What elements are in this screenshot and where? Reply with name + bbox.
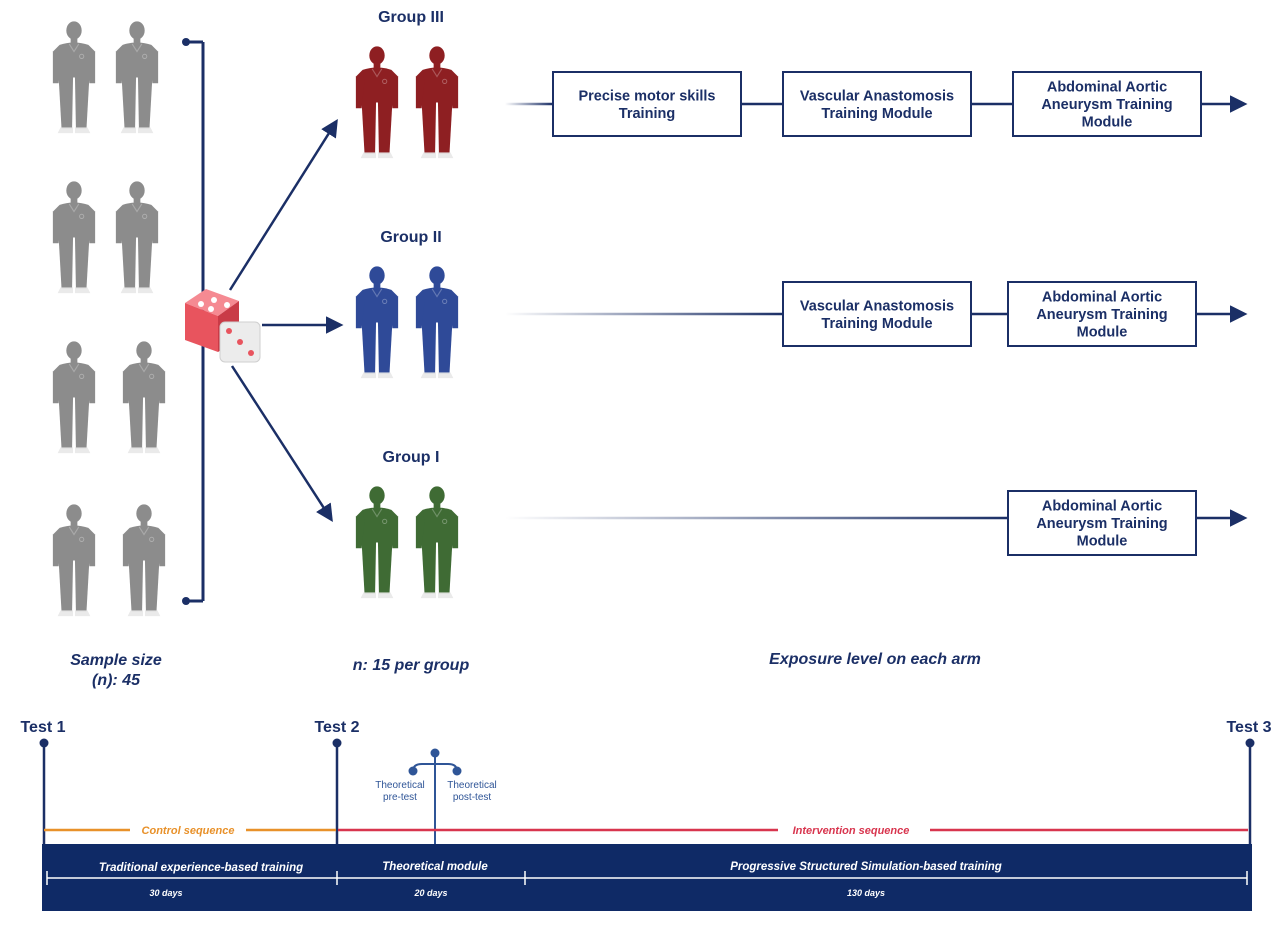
group-1-people: [355, 485, 459, 599]
group-2-title: Group II: [380, 229, 441, 246]
group-3-people: [355, 45, 459, 159]
group-2-module-box: [1007, 281, 1197, 347]
test-1-label: Test 1: [20, 719, 65, 736]
timeline: Test 1 Test 2 Test 3 Theoretical pre-tes…: [20, 719, 1272, 911]
group-2-people: [355, 265, 459, 379]
arrow-to-group-1: [230, 365, 333, 522]
module-label-line: Precise motor skills: [578, 88, 715, 104]
theoretical-pretest-line1: Theoretical: [375, 780, 424, 791]
phase-1-label: Traditional experience-based training: [99, 862, 303, 874]
exposure-caption: Exposure level on each arm: [769, 651, 981, 668]
sample-people: [52, 20, 166, 617]
module-label-line: Vascular Anastomosis: [800, 298, 954, 314]
group-1-module-box: [1007, 490, 1197, 556]
theoretical-posttest-line1: Theoretical: [447, 780, 496, 791]
groups-caption: n: 15 per group: [353, 657, 470, 674]
test-2-label: Test 2: [314, 719, 359, 736]
person-icon: [52, 20, 96, 134]
person-icon: [355, 45, 399, 159]
module-label-line: Aneurysm Training: [1036, 516, 1167, 532]
group-3-exposure-line: [505, 102, 553, 106]
control-sequence-label: Control sequence: [142, 825, 235, 837]
person-icon: [415, 45, 459, 159]
module-label-line: Abdominal Aortic: [1047, 80, 1167, 96]
sample-size-line1: Sample size: [70, 652, 162, 669]
dice-icon: [185, 289, 261, 363]
module-label-line: Abdominal Aortic: [1042, 499, 1162, 515]
arrow-to-group-3: [228, 119, 338, 291]
sample-size-line2: (n): 45: [92, 672, 141, 689]
module-label-line: Training: [619, 106, 675, 122]
module-label-line: Module: [1077, 325, 1128, 341]
module-label-line: Module: [1077, 534, 1128, 550]
group-2-exposure-line: [505, 312, 783, 316]
theoretical-tests-marker: [412, 753, 458, 846]
person-icon: [115, 20, 159, 134]
person-icon: [52, 503, 96, 617]
module-label-line: Training Module: [821, 316, 932, 332]
phase-2-label: Theoretical module: [382, 861, 488, 873]
phase-2-duration: 20 days: [413, 888, 447, 898]
person-icon: [355, 265, 399, 379]
theoretical-posttest-line2: post-test: [453, 792, 492, 803]
module-label-line: Aneurysm Training: [1041, 97, 1172, 113]
module-label-line: Module: [1082, 115, 1133, 131]
module-label-line: Training Module: [821, 106, 932, 122]
bracket-dot-bottom: [182, 597, 190, 605]
person-icon: [415, 485, 459, 599]
module-label-line: Aneurysm Training: [1036, 307, 1167, 323]
module-label-line: Abdominal Aortic: [1042, 290, 1162, 306]
bracket-dot-top: [182, 38, 190, 46]
intervention-sequence-label: Intervention sequence: [793, 825, 910, 837]
phase-1-duration: 30 days: [149, 888, 182, 898]
person-icon: [122, 340, 166, 454]
person-icon: [122, 503, 166, 617]
theoretical-pretest-line2: pre-test: [383, 792, 417, 803]
group-3-module-box: [552, 71, 742, 137]
group-3-title: Group III: [378, 9, 444, 26]
group-3-module-box: [1012, 71, 1202, 137]
person-icon: [115, 180, 159, 294]
randomization-arrows: [228, 119, 344, 522]
person-icon: [415, 265, 459, 379]
module-label-line: Vascular Anastomosis: [800, 88, 954, 104]
group-1-exposure-line: [505, 516, 1008, 520]
phase-3-duration: 130 days: [847, 888, 885, 898]
phase-3-label: Progressive Structured Simulation-based …: [730, 861, 1002, 873]
person-icon: [355, 485, 399, 599]
group-3-module-box: [782, 71, 972, 137]
group-1-title: Group I: [383, 449, 440, 466]
test-3-label: Test 3: [1226, 719, 1271, 736]
person-icon: [52, 340, 96, 454]
person-icon: [52, 180, 96, 294]
group-2-module-box: [782, 281, 972, 347]
